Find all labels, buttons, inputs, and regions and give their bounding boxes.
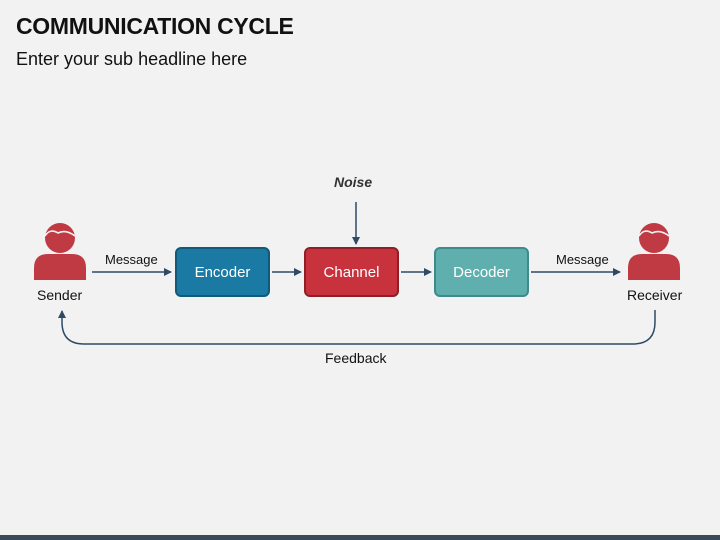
encoder-box: Encoder [175, 247, 270, 297]
message-in-label: Message [105, 252, 158, 267]
feedback-arrow [58, 310, 656, 345]
page-title: COMMUNICATION CYCLE [16, 13, 294, 39]
sender-person-icon [34, 223, 86, 280]
sender-label: Sender [37, 287, 83, 303]
message-out-label: Message [556, 252, 609, 267]
decoder-label: Decoder [453, 263, 510, 281]
decoder-box: Decoder [434, 247, 529, 297]
noise-label: Noise [334, 174, 373, 190]
feedback-label: Feedback [325, 350, 387, 366]
footer-bar [0, 535, 720, 540]
channel-label: Channel [323, 263, 380, 281]
channel-box: Channel [304, 247, 399, 297]
page-subtitle: Enter your sub headline here [16, 49, 248, 69]
encoder-label: Encoder [194, 263, 251, 281]
receiver-person-icon [628, 223, 680, 280]
receiver-label: Receiver [627, 287, 683, 303]
